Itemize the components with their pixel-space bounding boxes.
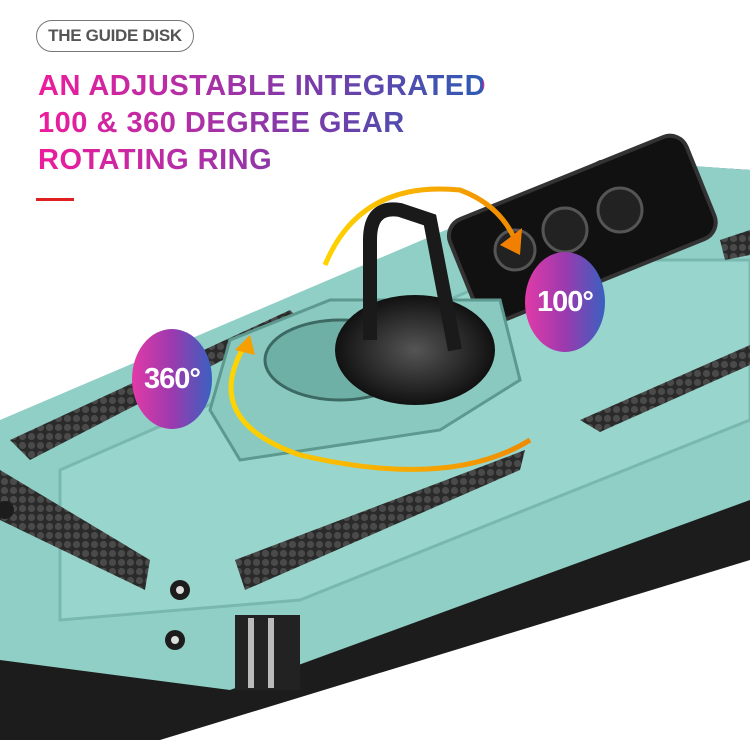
headline-line-1: AN ADJUSTABLE INTEGRATED	[38, 68, 486, 105]
accent-divider	[36, 198, 74, 201]
ring-disc	[335, 295, 495, 405]
headline-line-3: ROTATING RING	[38, 142, 486, 179]
headline-line-2: 100 & 360 DEGREE GEAR	[38, 105, 486, 142]
tilt-100-badge: 100°	[525, 252, 605, 352]
rotation-360-badge: 360°	[132, 329, 212, 429]
rotation-arc-arrow	[228, 343, 532, 472]
ring-loop	[363, 202, 462, 352]
guide-disk-label: THE GUIDE DISK	[36, 20, 194, 52]
headline: AN ADJUSTABLE INTEGRATED 100 & 360 DEGRE…	[38, 68, 486, 179]
tilt-arc-arrow	[322, 186, 518, 266]
